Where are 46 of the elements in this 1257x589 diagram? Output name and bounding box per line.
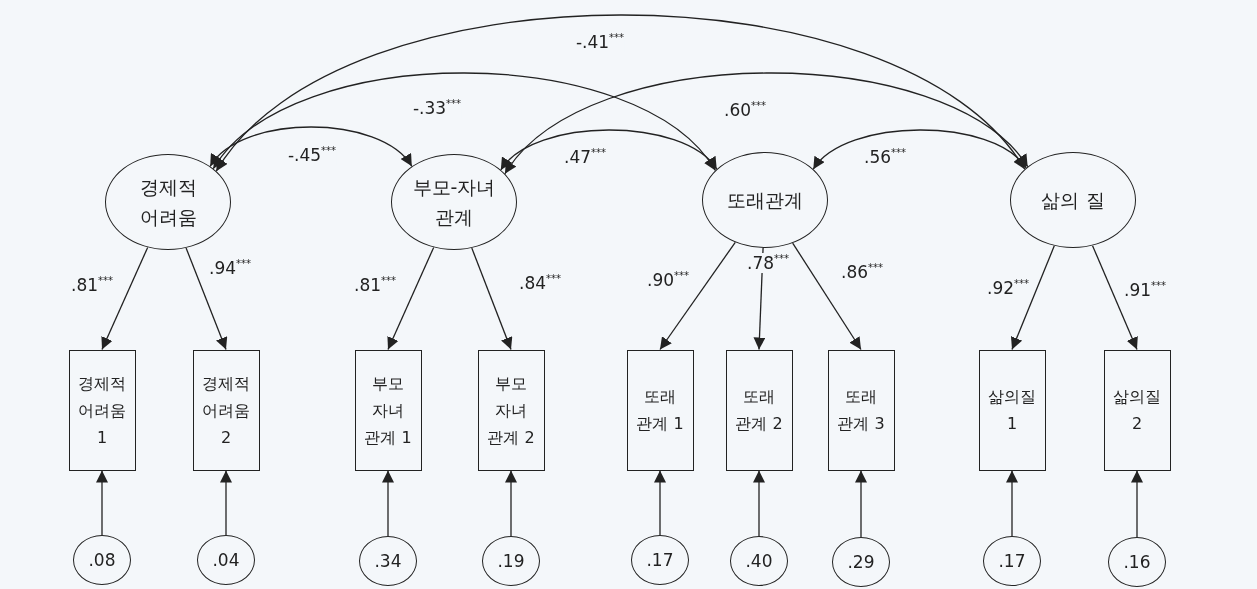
error-circle: .17 [983,536,1041,586]
observed-variable-box: 또래 관계 2 [725,349,793,471]
loading-arrow [101,246,149,351]
error-arrow [505,469,517,537]
covariance-arrow [212,72,716,172]
observed-variable-box: 삶의질 2 [1103,349,1171,471]
observed-variable-box: 경제적 어려움 1 [68,349,136,471]
loading-arrow [471,247,513,351]
error-arrow [654,469,666,536]
latent-variable-ellipse: 부모-자녀 관계 [391,154,517,250]
loading-arrow [1091,245,1138,351]
observed-variable-box: 삶의질 1 [978,349,1046,471]
observed-variable-box: 경제적 어려움 2 [192,349,260,471]
covariance-arrow [504,72,1029,175]
latent-variable-ellipse: 또래관계 [702,152,828,248]
observed-variable-box: 부모 자녀 관계 1 [354,349,422,471]
error-arrow [96,469,108,536]
error-arrow [1131,469,1143,538]
error-arrow [753,469,765,537]
latent-variable-ellipse: 경제적 어려움 [105,154,231,250]
observed-variable-box: 부모 자녀 관계 2 [477,349,545,471]
error-circle: .16 [1108,537,1166,587]
error-circle: .08 [73,535,131,585]
covariance-arrow [812,129,1027,170]
covariance-arrow [500,129,718,171]
error-circle: .40 [730,536,788,586]
loading-arrow [185,247,228,351]
covariance-arrow [209,126,413,167]
error-circle: .34 [359,536,417,586]
error-circle: .19 [482,536,540,586]
latent-variable-ellipse: 삶의 질 [1010,152,1136,248]
error-circle: .29 [832,537,890,587]
edge-label: .78$^{***}$ [746,253,790,273]
error-circle: .04 [197,535,255,585]
loading-arrow [792,242,862,351]
loading-arrow [387,246,435,351]
loading-arrow [1011,245,1055,351]
loading-arrow [659,241,736,351]
error-arrow [855,469,867,538]
error-arrow [220,469,232,536]
observed-variable-box: 또래 관계 1 [626,349,694,471]
observed-variable-box: 또래 관계 3 [827,349,895,471]
error-arrow [382,469,394,537]
error-arrow [1006,469,1018,537]
covariance-arrow [215,14,1026,172]
error-circle: .17 [631,535,689,585]
